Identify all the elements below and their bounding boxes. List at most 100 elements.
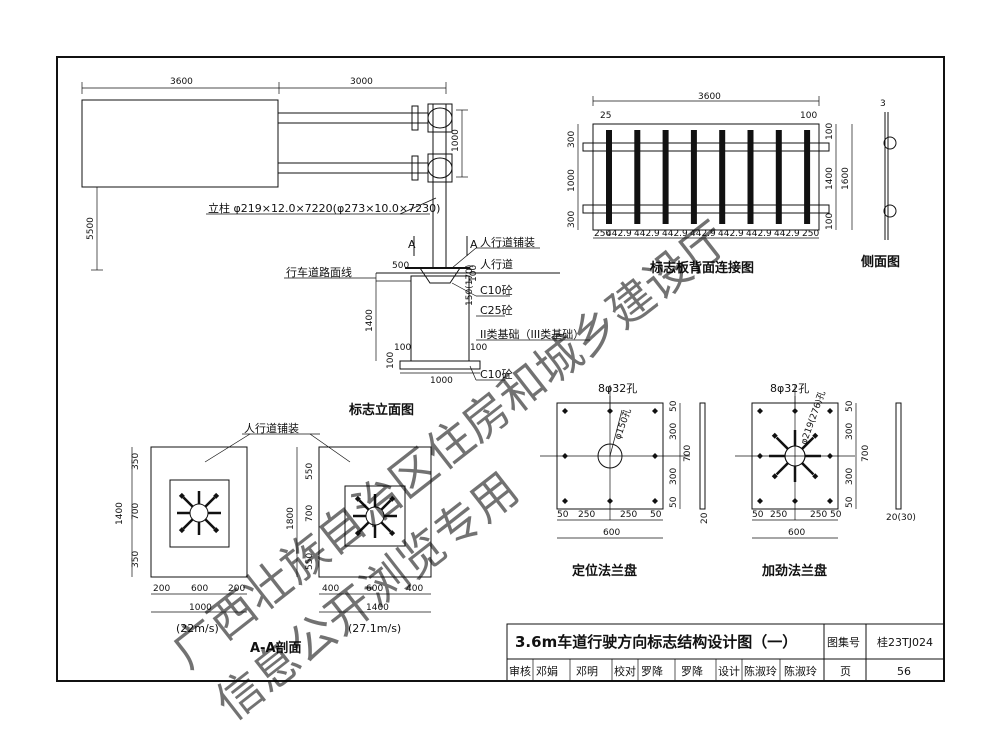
stiffener-rib [380,499,392,511]
design-name: 陈淑玲 [744,664,777,678]
bolt-hole [652,453,658,459]
backboard-right-dim-2: 1400 [825,167,835,190]
section-mark-a-left: A [408,238,416,251]
flange2-total: 700 [861,445,871,462]
bolt-mark [213,527,220,534]
foundation-label: II类基础（III类基础） [480,327,584,341]
bolt-mark [354,495,361,502]
watermark: 广西壮族自治区住房和城乡建设厅 信息公开浏览专用 [162,211,739,730]
bolt-hole [827,453,833,459]
dim-100-a: 100 [394,343,411,353]
dim-100-c: 100 [386,352,396,369]
flange2-thickness: 20(30) [886,513,916,523]
check-name: 罗降 [641,664,663,678]
bolt-mark [354,530,361,537]
backboard-total-1600: 1600 [841,167,851,190]
sign-panel [81,99,279,188]
bolt-mark [812,432,819,439]
bolt-hole [757,453,763,459]
backboard-dim-3600: 3600 [698,92,721,102]
design-signature: 陈淑玲 [784,664,817,678]
flange1-bdim-3: 250 [620,510,637,520]
backboard-slat [606,130,612,224]
section-right-h-2: 600 [366,584,383,594]
backboard-bottom-dim: 442.9 [774,229,800,239]
backboard-connection: 3600 25 100 300 1000 300 100 1400 100 16… [567,92,853,276]
stiffener-rib [182,518,194,530]
flange1-total: 700 [683,445,693,462]
stiffener-rib [775,436,789,450]
review-name: 邓娟 [536,664,558,678]
bolt-hole [652,408,658,414]
section-right-h-3: 400 [406,584,423,594]
watermark-line-1: 广西壮族自治区住房和城乡建设厅 [162,211,739,678]
flange2-rdim-1: 50 [845,400,855,412]
flange1-bdim-1: 50 [557,510,569,520]
column-circle [189,503,209,523]
bolt-hole [757,408,763,414]
bolt-hole [792,408,798,414]
backboard-slat [804,130,811,224]
backboard-bottom-dim: 442.9 [634,229,660,239]
dim-5500: 5500 [86,217,96,240]
c25-label: C25砼 [480,304,513,317]
dim-1000-arms: 1000 [451,129,461,152]
section-left-v-2: 700 [131,503,141,520]
flange2-bdim-3: 250 [810,510,827,520]
section-paving-label: 人行道铺装 [244,421,299,435]
backboard-bottom-dim: 442.9 [746,229,772,239]
backboard-bottom-dim: 442.9 [690,229,716,239]
bolt-hole [562,498,568,504]
bolt-mark [389,530,396,537]
section-right-v-2: 700 [305,505,315,522]
backboard-bottom-dim: 442.9 [662,229,688,239]
design-label: 设计 [718,665,740,678]
section-left-v-1: 350 [131,453,141,470]
column-circle [365,506,385,526]
flange2-bdim-1: 50 [752,510,764,520]
section-right-v-3: 550 [305,553,315,570]
flange2-bdim-4: 50 [830,510,842,520]
dim-500: 500 [392,261,409,271]
backboard-dim-100: 100 [800,111,817,121]
sidewalk-paving-label: 人行道铺装 [480,235,535,249]
backboard-bottom-dim: 442.9 [606,229,632,239]
backboard-bottom-dim: 250 [594,229,611,239]
flange1-bdim-2: 250 [578,510,595,520]
flange2-rdim-2: 300 [845,423,855,440]
bolt-mark [812,473,819,480]
sidewalk-label: 人行道 [480,257,513,271]
backboard-title: 标志板背面连接图 [649,260,754,276]
bolt-hole [607,498,613,504]
section-left-ht: 1000 [189,603,212,613]
section-left-speed: (22m/s) [176,622,219,635]
stiffener-rib [204,496,216,508]
dim-3600: 3600 [170,77,193,87]
flange1-rdim-2: 300 [669,423,679,440]
backboard-dim-25: 25 [600,111,611,121]
page-label: 页 [840,665,851,678]
flange2-rdim-4: 50 [845,496,855,508]
stiffener-rib [380,521,392,533]
atlas-label: 图集号 [827,635,860,649]
bolt-hole [792,498,798,504]
backboard-slat [690,130,697,224]
check-signature: 罗降 [681,664,703,678]
bolt-hole [652,498,658,504]
stiffener-rib [182,496,194,508]
flange1-rdim-4: 50 [669,496,679,508]
section-right-h-1: 400 [322,584,339,594]
flange1-bdim-4: 50 [650,510,662,520]
backboard-slat [634,130,641,224]
flange2-rdim-3: 300 [845,468,855,485]
backboard-left-dim-3: 300 [567,211,577,228]
outer-frame [56,56,945,682]
stiffener-rib [801,436,815,450]
dim-150-170: 150(170) [465,265,475,306]
flange2-width: 600 [788,528,805,538]
section-left-vt: 1400 [115,502,125,525]
stiffened-flange: 8φ32孔 φ219(276)孔 50 300 300 50 700 20(30… [735,382,916,579]
bolt-mark [771,473,778,480]
flange1-circle-label: φ150孔 [612,407,633,441]
section-left-v-3: 350 [131,551,141,568]
